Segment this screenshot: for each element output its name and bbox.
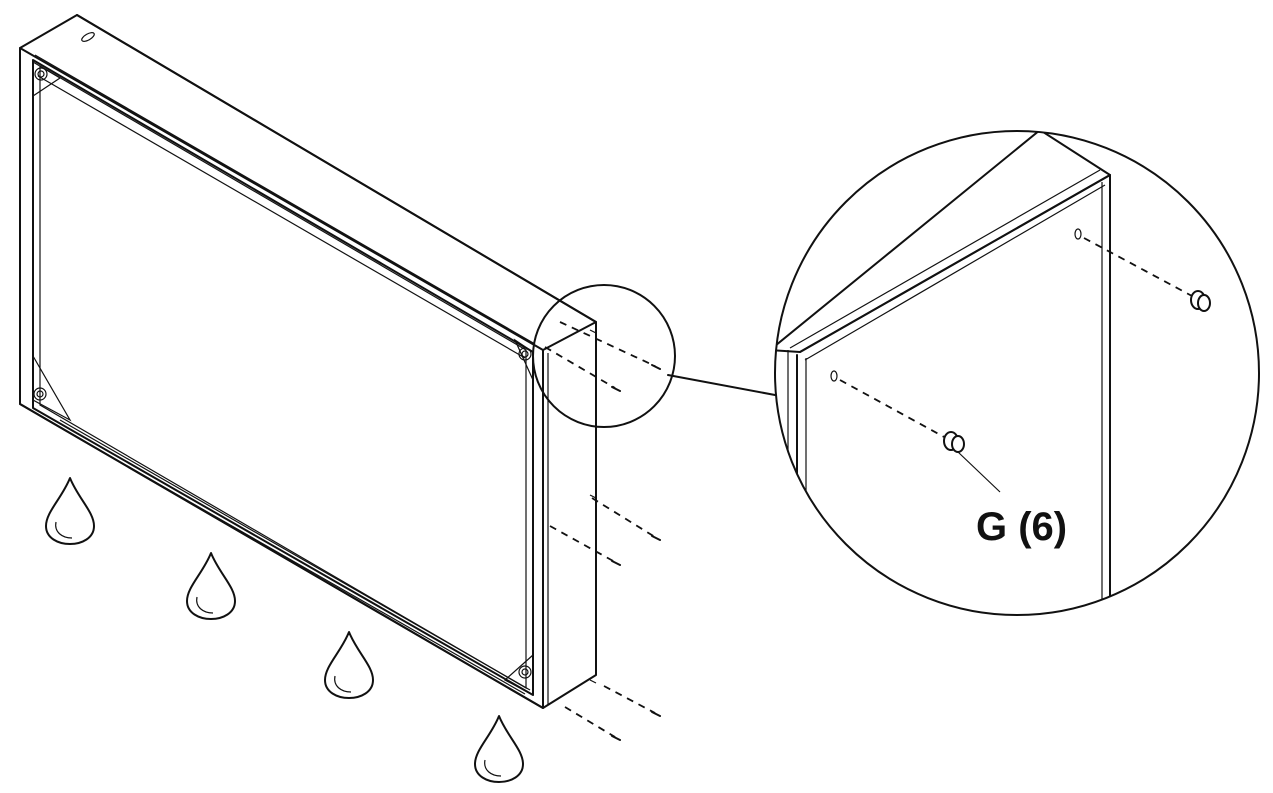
screw-icon — [611, 560, 621, 566]
side-mark — [589, 679, 597, 684]
detail-leader-line — [667, 374, 776, 396]
top-rail-line — [34, 54, 536, 345]
top-slot-icon — [81, 32, 95, 42]
plug-screw-icon — [1190, 290, 1211, 312]
corner-bracket-top-left — [32, 60, 62, 98]
screw-icon — [651, 364, 661, 370]
plug-screw-icon — [943, 431, 965, 453]
screw-icon — [611, 386, 621, 392]
screw-icon — [651, 535, 661, 541]
bottom-rail-line — [39, 415, 526, 695]
screw-path-line — [603, 685, 656, 714]
top-rail-line-2 — [37, 75, 526, 359]
side-mark — [589, 494, 597, 499]
corner-bracket-bottom-right — [503, 653, 534, 697]
detail-highlight-circle — [532, 284, 676, 428]
screw-icon — [651, 711, 661, 717]
frame-assembly — [19, 14, 597, 709]
frame-top-right-edge — [542, 321, 597, 351]
screw-path-line — [591, 497, 656, 538]
water-drop-icon — [45, 477, 95, 545]
screw-path-line — [544, 346, 616, 389]
zoom-front-edge — [799, 174, 1111, 353]
screws-group — [544, 321, 661, 741]
frame-front-face — [19, 47, 544, 709]
screw-hole-icon — [1074, 228, 1082, 240]
side-mark — [589, 329, 597, 334]
water-drops — [45, 477, 524, 783]
frame-top-back-edge — [76, 14, 597, 323]
bottom-rail-line-2 — [59, 419, 531, 691]
water-drop-icon — [474, 715, 524, 783]
zoom-circle-border — [774, 130, 1260, 616]
frame-outer — [19, 14, 597, 709]
zoom-inner-edge — [804, 184, 1106, 361]
screw-path-line — [559, 321, 656, 367]
screw-path-line — [564, 706, 616, 738]
screw-hole-icon — [830, 370, 838, 382]
part-label: G (6) — [976, 505, 1067, 549]
zoom-inner-edge-2 — [789, 169, 1101, 349]
water-drop-icon — [186, 552, 236, 620]
water-drop-icon — [324, 631, 374, 699]
screw-icon — [611, 735, 621, 741]
zoomed-detail — [774, 130, 1260, 616]
part-label-leader — [957, 451, 1001, 493]
corner-bracket-bottom-left — [32, 353, 72, 422]
